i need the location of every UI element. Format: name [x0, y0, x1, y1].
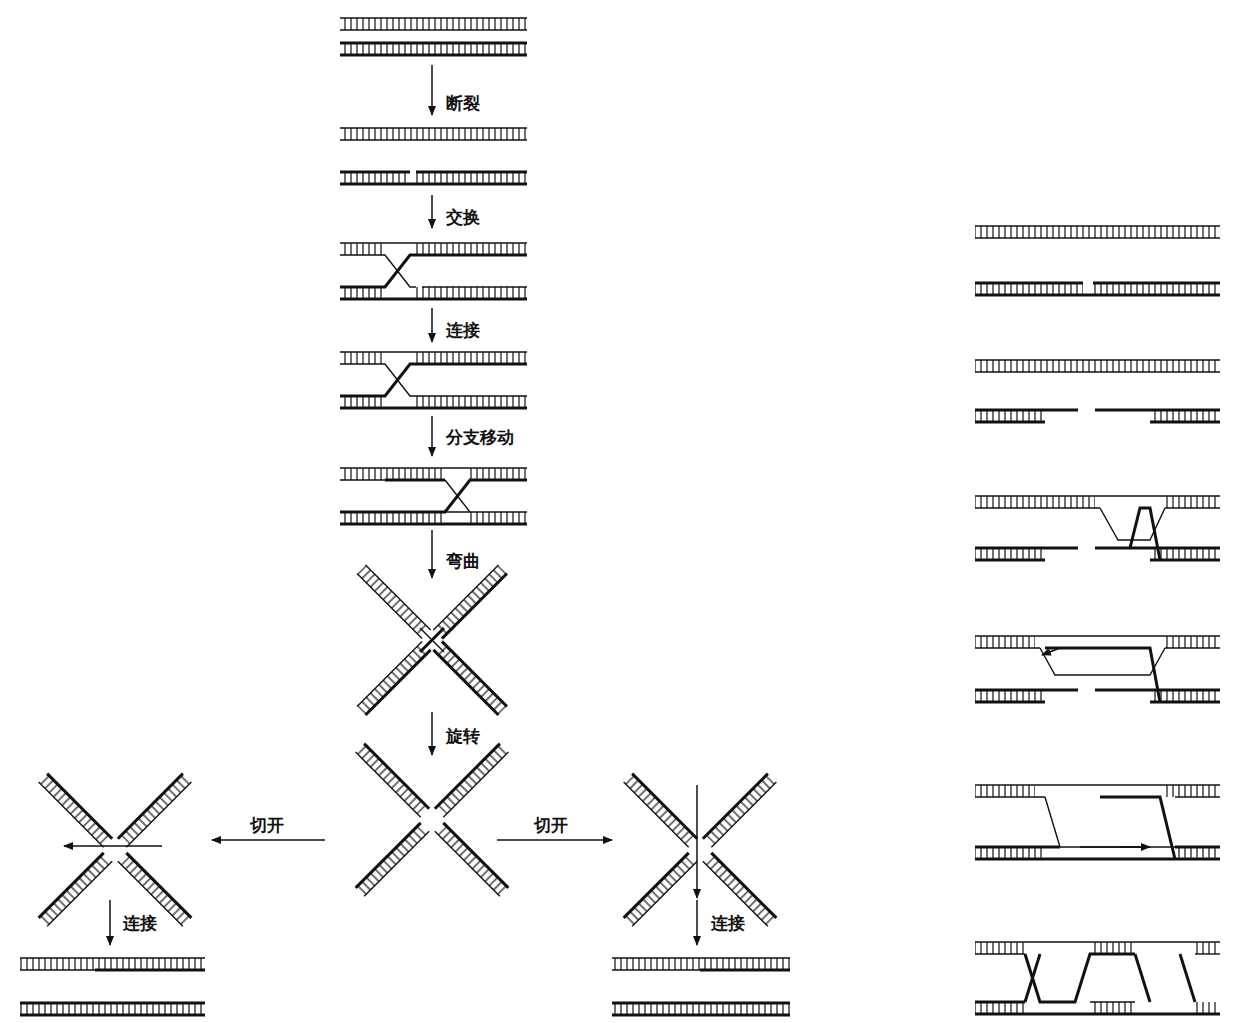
step-label: 弯曲: [444, 552, 482, 571]
step-label: 交换: [444, 208, 482, 227]
step-label: 旋转: [444, 727, 482, 746]
step-label: 连接: [121, 914, 159, 933]
step-label: 连接: [444, 321, 482, 340]
step-label: 切开: [532, 816, 570, 835]
step-label: 切开: [248, 816, 286, 835]
step-label: 分支移动: [444, 428, 516, 447]
step-label: 断裂: [444, 94, 482, 113]
step-label: 连接: [709, 914, 747, 933]
